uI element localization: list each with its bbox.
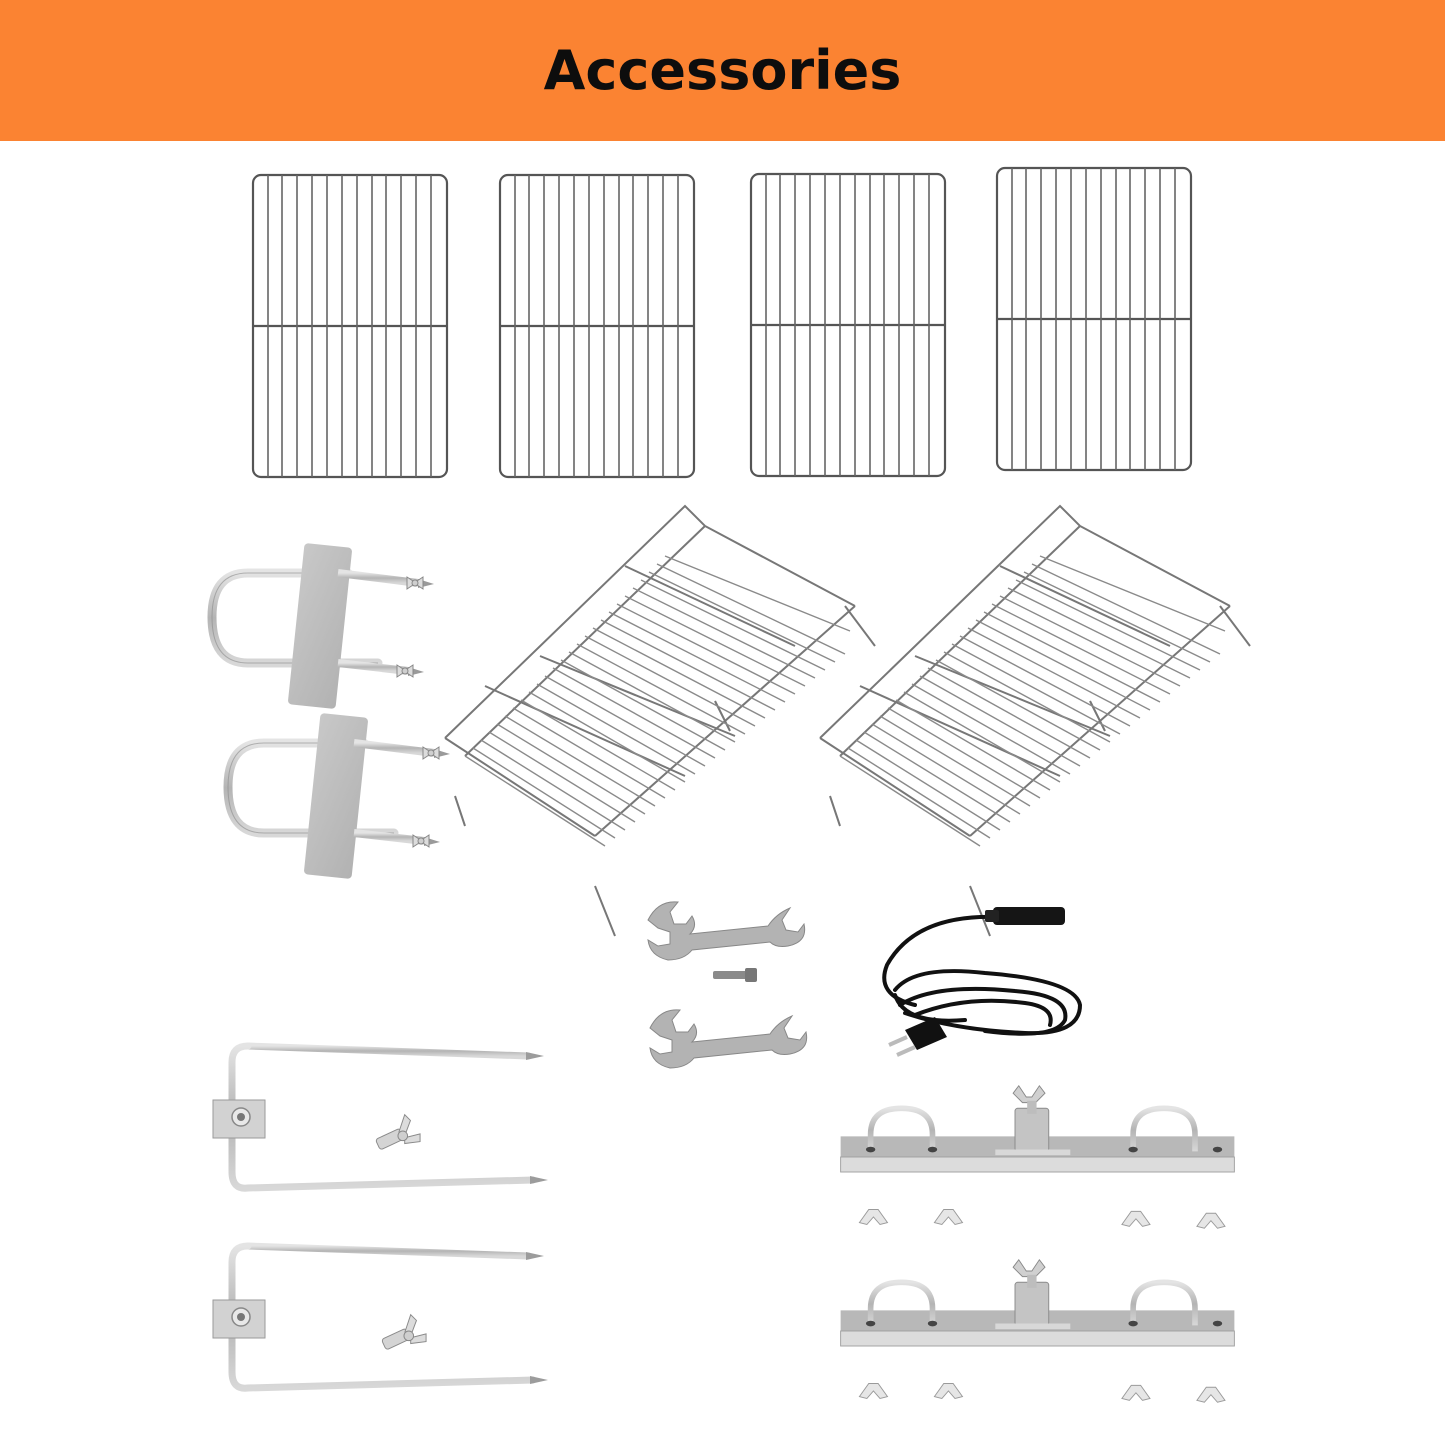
wrench-icon: [647, 901, 806, 961]
page-title: Accessories: [543, 39, 902, 102]
u-bolt-clamp-2: [224, 715, 464, 885]
cooking-grate-1: [251, 173, 450, 480]
wing-screw-1: [372, 1112, 422, 1152]
grate-icon: [251, 173, 449, 479]
warming-rack-icon: [819, 505, 1251, 937]
spit-bracket-1: [815, 1082, 1260, 1232]
cooking-grate-4: [995, 166, 1194, 473]
grate-icon: [498, 173, 696, 479]
grate-icon: [749, 172, 947, 478]
small-bolt: [713, 967, 759, 983]
spit-bracket-icon: [815, 1082, 1260, 1232]
u-bolt-icon: [224, 715, 464, 885]
u-bolt-clamp-1: [208, 545, 448, 715]
wrench-1: [647, 890, 808, 965]
power-cord: [875, 895, 1090, 1060]
wing-screw-2: [378, 1312, 428, 1352]
power-cord-icon: [882, 907, 1083, 1057]
header-banner: Accessories: [0, 0, 1445, 141]
spit-bracket-2: [815, 1256, 1260, 1406]
wing-screw-icon: [374, 1114, 421, 1151]
wrench-2: [649, 998, 815, 1073]
cooking-grate-3: [749, 172, 948, 479]
cooking-grate-2: [498, 173, 697, 480]
warming-rack-2: [819, 505, 1260, 946]
grate-icon: [995, 166, 1193, 472]
wing-screw-icon: [380, 1314, 427, 1351]
warming-rack-icon: [444, 505, 876, 937]
spit-bracket-icon: [815, 1256, 1260, 1406]
u-bolt-icon: [208, 545, 448, 715]
bolt-icon: [713, 968, 757, 982]
warming-rack-1: [444, 505, 885, 946]
wrench-icon: [649, 1009, 808, 1069]
